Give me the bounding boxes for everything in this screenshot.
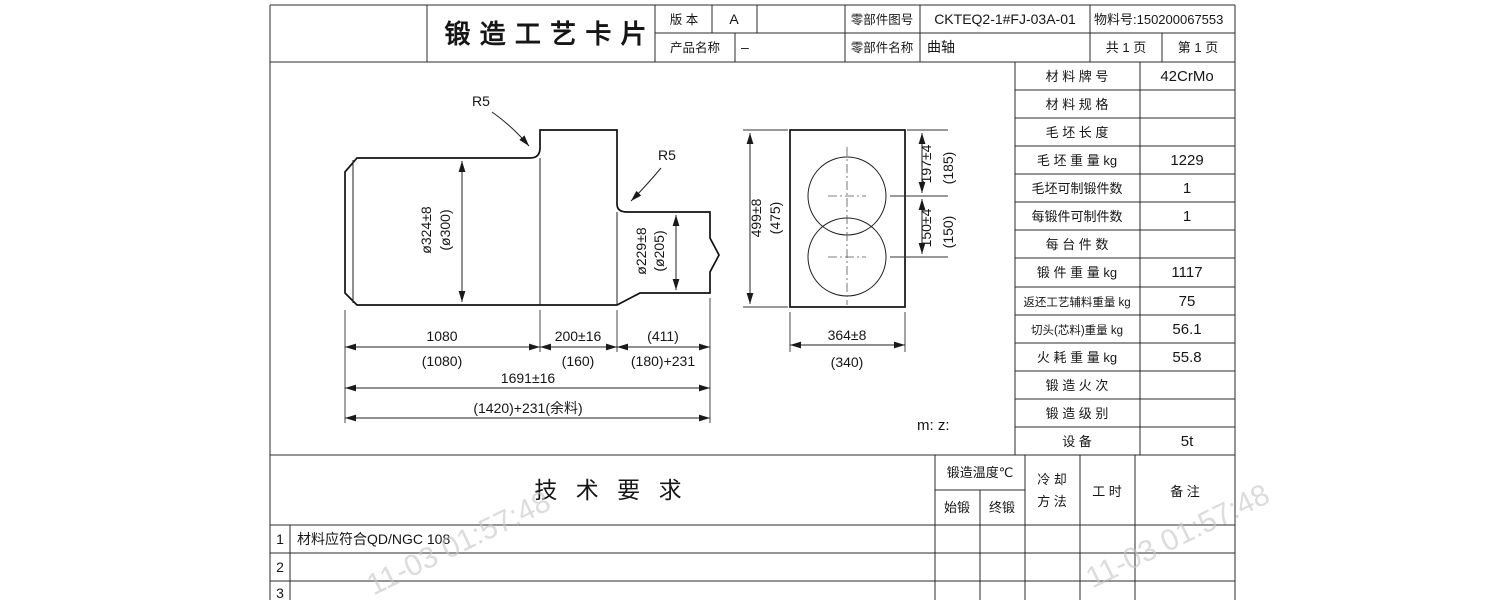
mat-label: 每锻件可制件数 [1031,209,1122,224]
fillet-radius-label: R5 [658,147,676,163]
mat-label: 锻 造 火 次 [1046,378,1109,393]
height-dim: 499±8 [748,198,764,237]
card-title: 锻 造 工 艺 卡 片 [444,19,647,49]
throw-dim: 150±4 [918,208,934,247]
mat-value: 5t [1181,433,1194,450]
fillet-radius-label: R5 [472,93,490,109]
req-row-number: 3 [276,585,284,600]
len-total-dim: 1691±16 [501,370,556,386]
mat-value: 1 [1183,180,1191,197]
mat-value: 1 [1183,208,1191,225]
mat-label: 毛 坯 长 度 [1046,125,1109,140]
cooling-method-label-line2: 方 法 [1037,494,1067,509]
width-ref: (340) [831,354,864,370]
top-offset-dim: 197±4 [918,144,934,183]
part-outline [344,129,720,306]
mat-value: 75 [1179,293,1196,310]
timestamp-watermarks: 11-03 01:57:48 11-03 01:57:48 [362,478,1275,600]
end-view-extension-lines [743,129,948,352]
mat-value: 42CrMo [1160,68,1213,85]
len-seg2-ref: (160) [562,353,595,369]
mat-label: 材 料 规 格 [1046,97,1109,112]
req-row-number: 1 [276,531,284,547]
mat-label: 火 耗 重 量 kg [1037,350,1117,365]
throw-ref: (150) [940,216,956,249]
version-label: 版 本 [670,13,699,27]
dia-left-ref: (ø300) [437,209,453,250]
len-seg3-dim: (411) [647,328,679,344]
mat-label: 每 台 件 数 [1046,237,1109,252]
part-name-value: 曲轴 [927,39,955,55]
start-forge-label: 始锻 [944,500,970,515]
version-value: A [729,11,739,27]
width-dim: 364±8 [828,327,867,343]
pages-total: 共 1 页 [1106,40,1146,55]
req-row-number: 2 [276,559,284,575]
mat-label: 切头(芯料)重量 kg [1031,323,1123,337]
mat-label: 锻 件 重 量 kg [1037,265,1117,280]
len-seg1-ref: (1080) [422,353,462,369]
title-block: 锻 造 工 艺 卡 片 版 本 A 零部件图号 CKTEQ2-1#FJ-03A-… [444,11,1223,55]
page-current: 第 1 页 [1178,40,1218,55]
len-seg2-dim: 200±16 [555,328,602,344]
extension-lines [344,298,711,423]
dia-left-dim: ø324±8 [418,206,434,254]
len-seg1-dim: 1080 [426,328,457,344]
top-offset-ref: (185) [940,152,956,185]
forging-temp-header: 锻造温度℃ [947,465,1014,480]
mat-label: 毛 坯 重 量 kg [1037,153,1117,168]
mat-label: 锻 造 级 别 [1046,406,1109,421]
material-no: 物料号:150200067553 [1094,12,1223,27]
dia-right-dim: ø229±8 [633,227,649,275]
dia-right-ref: (ø205) [651,230,667,271]
crank-web-end-view: 499±8 (475) 197±4 (185) 150±4 (150) 364±… [743,129,956,370]
scale-note: m: z: [917,417,950,434]
mat-value: 55.8 [1172,349,1201,366]
cooling-method-label-line1: 冷 却 [1037,472,1067,487]
sheet-grid-lines [269,4,1236,600]
len-stock-dim: (1420)+231(余料) [473,400,582,416]
mat-label: 毛坯可制锻件数 [1031,181,1122,196]
crankshaft-profile-drawing: R5 R5 ø324±8 (ø300) ø229±8 (ø205) 1080 (… [344,93,950,434]
mat-label: 材 料 牌 号 [1046,69,1109,84]
mat-label: 设 备 [1062,434,1092,449]
end-forge-label: 终锻 [989,500,1015,515]
product-name-label: 产品名称 [670,40,720,55]
leader-r5-right [630,167,662,202]
req-row-text: 材料应符合QD/NGC 108 [297,531,450,547]
mat-value: 1229 [1170,152,1203,169]
leader-r5-left [491,111,530,147]
tech-requirements: 技 术 要 求 锻造温度℃ 始锻 终锻 冷 却 方 法 工 时 备 注 1 材料… [276,465,1200,600]
mat-label: 返还工艺辅料重量 kg [1023,295,1130,309]
len-seg3-ref: (180)+231 [631,353,695,369]
labor-hours-label: 工 时 [1092,484,1122,499]
web-edge-lines [352,158,618,305]
mat-value: 56.1 [1172,321,1201,338]
part-no-label: 零部件图号 [851,12,914,27]
tech-title: 技 术 要 求 [534,477,687,503]
part-no-value: CKTEQ2-1#FJ-03A-01 [934,11,1076,27]
height-ref: (475) [767,202,783,235]
center-lines [828,147,866,305]
product-name-value: – [741,39,749,55]
part-name-label: 零部件名称 [851,40,914,55]
mat-value: 1117 [1171,264,1202,281]
remarks-label: 备 注 [1170,484,1200,499]
web-rectangle [789,129,906,308]
material-table: 材 料 牌 号 42CrMo 材 料 规 格 毛 坯 长 度 毛 坯 重 量 k… [1023,68,1213,450]
